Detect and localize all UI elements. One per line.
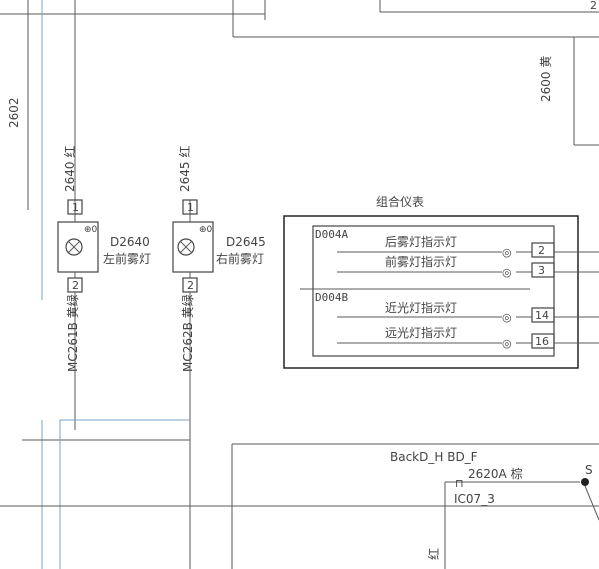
svg-text:后雾灯指示灯: 后雾灯指示灯 [385, 234, 457, 249]
left-lamp-bottom-wire: MC261B 黄绿 [65, 294, 80, 372]
lower-bus-lines [0, 419, 599, 569]
vertical-wire-label: 红 [426, 548, 441, 560]
svg-text:远光灯指示灯: 远光灯指示灯 [385, 325, 457, 340]
svg-text:2: 2 [538, 244, 545, 257]
node-label: S [585, 463, 593, 477]
led-icon: ◎ [502, 266, 512, 279]
connector-d004b: D004B [315, 291, 348, 304]
junction-node [581, 478, 589, 486]
led-icon: ◎ [502, 337, 512, 350]
indicator-row: 远光灯指示灯 ◎ 16 [337, 325, 599, 350]
svg-text:⊕0: ⊕0 [84, 225, 98, 235]
led-icon: ◎ [502, 311, 512, 324]
connector-ic07: IC07_3 [454, 492, 495, 506]
wire-2602: 2602 [7, 0, 76, 200]
indicator-row: 近光灯指示灯 ◎ 14 [337, 300, 599, 324]
indicator-row: 前雾灯指示灯 ◎ 3 [337, 254, 599, 279]
net-label: BackD_H BD_F [390, 450, 478, 464]
wire-2620a-label: 2620A 棕 [468, 466, 523, 481]
left-lamp-code: D2640 [110, 235, 150, 249]
right-lamp-bottom-wire: MC262B 黄绿 [180, 294, 195, 372]
svg-text:2: 2 [187, 279, 194, 292]
connector-d004a: D004A [315, 228, 348, 241]
right-lamp-name: 右前雾灯 [216, 251, 264, 266]
svg-text:1: 1 [187, 201, 194, 214]
right-lamp-wire-label: 2645 红 [177, 146, 192, 192]
right-lamp-code: D2645 [226, 235, 266, 249]
left-lamp-name: 左前雾灯 [103, 251, 151, 266]
svg-text:近光灯指示灯: 近光灯指示灯 [385, 300, 457, 315]
indicator-row: 后雾灯指示灯 ◎ 2 [337, 234, 599, 259]
cluster-title: 组合仪表 [376, 194, 424, 209]
svg-text:2: 2 [72, 279, 79, 292]
instrument-cluster: 组合仪表 D004A D004B 后雾灯指示灯 ◎ 2 前雾灯指示灯 ◎ 3 [283, 194, 599, 369]
wire-2602-label: 2602 [7, 97, 21, 128]
svg-text:14: 14 [535, 309, 549, 322]
right-fog-lamp: 2645 红 1 ⊕0 2 D2645 右前雾灯 MC262B 黄绿 [172, 146, 266, 420]
top-border-lines [0, 0, 599, 300]
svg-text:⊕0: ⊕0 [199, 225, 213, 235]
left-fog-lamp: 2640 红 1 ⊕0 2 D2640 左前雾灯 MC261B 黄绿 [57, 146, 151, 430]
svg-text:1: 1 [72, 201, 79, 214]
terminal-icon: ⊓ [455, 477, 464, 490]
left-lamp-wire-label: 2640 红 [62, 146, 77, 192]
svg-text:16: 16 [535, 335, 549, 348]
svg-text:3: 3 [538, 264, 545, 277]
wire-2600-label: 2600 黄 [539, 56, 553, 102]
led-icon: ◎ [502, 246, 512, 259]
wire-2600: 2600 黄 [539, 37, 599, 146]
svg-text:前雾灯指示灯: 前雾灯指示灯 [385, 254, 457, 269]
top-right-number: 2 [590, 0, 597, 12]
bottom-connector-section: BackD_H BD_F 2620A 棕 ⊓ S IC07_3 红 [390, 450, 599, 569]
